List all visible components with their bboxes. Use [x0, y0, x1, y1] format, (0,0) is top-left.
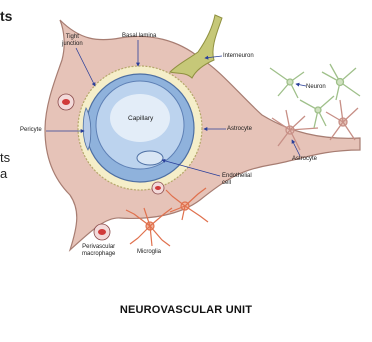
label-neuron: Neuron	[306, 84, 326, 91]
label-perivascular-macrophage: Perivascular macrophage	[82, 244, 115, 258]
label-astrocyte-b: Astrocyte	[292, 156, 317, 163]
cut-text-top: ts	[0, 8, 12, 24]
label-astrocyte-a: Astrocyte	[227, 126, 252, 133]
macrophage-right	[152, 182, 164, 194]
label-microglia: Microglia	[137, 249, 161, 256]
label-endothelial-cell: Endothelial cell	[222, 173, 252, 187]
label-interneuron: Interneuron	[223, 53, 254, 60]
label-tight-junction: Tight junction	[62, 34, 83, 48]
label-pericyte: Pericyte	[20, 127, 42, 134]
endothelial-nucleus	[137, 151, 163, 165]
label-basal-lamina: Basal lamina	[122, 33, 156, 40]
cut-text-mid-2: a	[0, 166, 7, 181]
macrophage-top	[58, 94, 74, 110]
cut-text-mid-1: ts	[0, 150, 10, 165]
pointer-neuron	[296, 84, 306, 86]
diagram-caption: NEUROVASCULAR UNIT	[0, 304, 372, 316]
label-capillary: Capillary	[128, 115, 153, 122]
macrophage-bottom	[94, 224, 110, 240]
astrocyte-cell-far	[326, 100, 358, 140]
